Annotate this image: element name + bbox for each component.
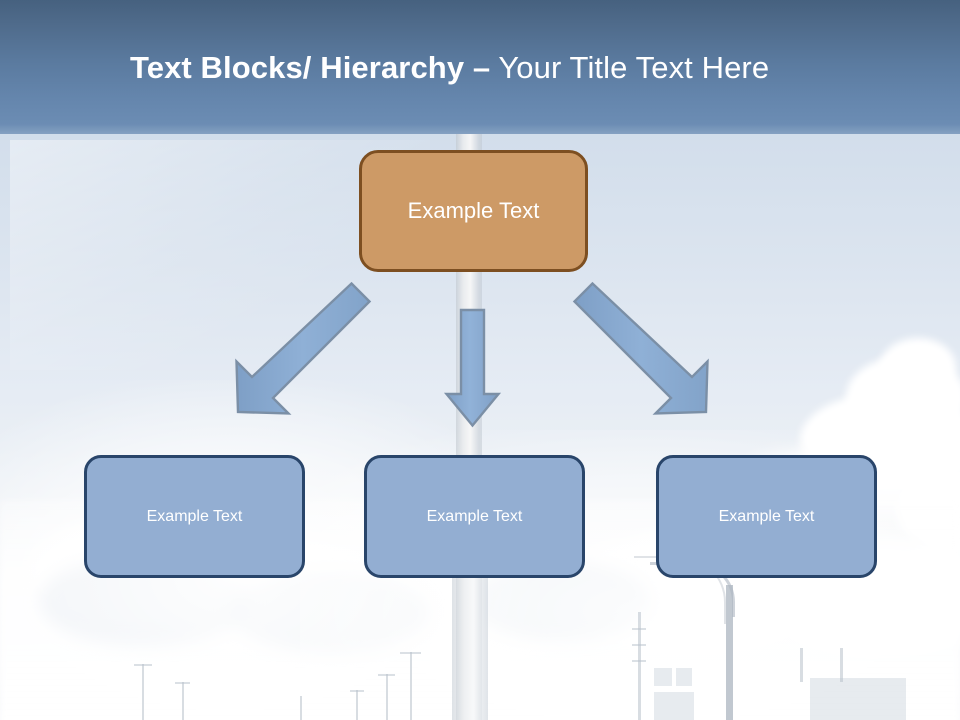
distant-pole-1-cross xyxy=(134,664,152,666)
street-light-pole xyxy=(726,585,733,720)
title-bar: Text Blocks/ Hierarchy – Your Title Text… xyxy=(0,0,960,134)
mast-small xyxy=(300,696,302,720)
distant-antenna-rung-1 xyxy=(632,628,646,630)
node-bottom-3-label: Example Text xyxy=(718,507,815,525)
node-top-label: Example Text xyxy=(407,198,540,223)
distant-pole-3-cross xyxy=(350,690,364,692)
page-title-regular: Your Title Text Here xyxy=(490,50,770,85)
node-bottom-2-label: Example Text xyxy=(426,507,523,525)
node-bottom-3[interactable]: Example Text xyxy=(656,455,877,578)
distant-pole-2 xyxy=(182,682,184,720)
distant-pole-4-cross xyxy=(378,674,395,676)
distant-building-3 xyxy=(654,692,694,720)
distant-pole-2-cross xyxy=(175,682,190,684)
distant-pole-4 xyxy=(386,674,388,720)
distant-flagpole-right xyxy=(840,648,843,682)
distant-pole-5-cross xyxy=(400,652,421,654)
node-top[interactable]: Example Text xyxy=(359,150,588,272)
distant-building-1 xyxy=(654,668,672,686)
distant-pole-3 xyxy=(356,690,358,720)
node-bottom-1-label: Example Text xyxy=(146,507,243,525)
distant-antenna xyxy=(638,612,641,720)
distant-flagpole-left xyxy=(800,648,803,682)
distant-building-2 xyxy=(676,668,692,686)
distant-billboard xyxy=(810,678,906,720)
node-bottom-1[interactable]: Example Text xyxy=(84,455,305,578)
title-bar-sheen xyxy=(0,124,960,134)
distant-antenna-rung-3 xyxy=(632,660,646,662)
distant-pole-5 xyxy=(410,652,412,720)
page-title: Text Blocks/ Hierarchy – Your Title Text… xyxy=(130,48,769,88)
node-bottom-2[interactable]: Example Text xyxy=(364,455,585,578)
distant-antenna-rung-2 xyxy=(632,644,646,646)
distant-pole-1 xyxy=(142,664,144,720)
page-title-bold: Text Blocks/ Hierarchy – xyxy=(130,50,491,85)
cloud-right-crest xyxy=(880,338,956,396)
